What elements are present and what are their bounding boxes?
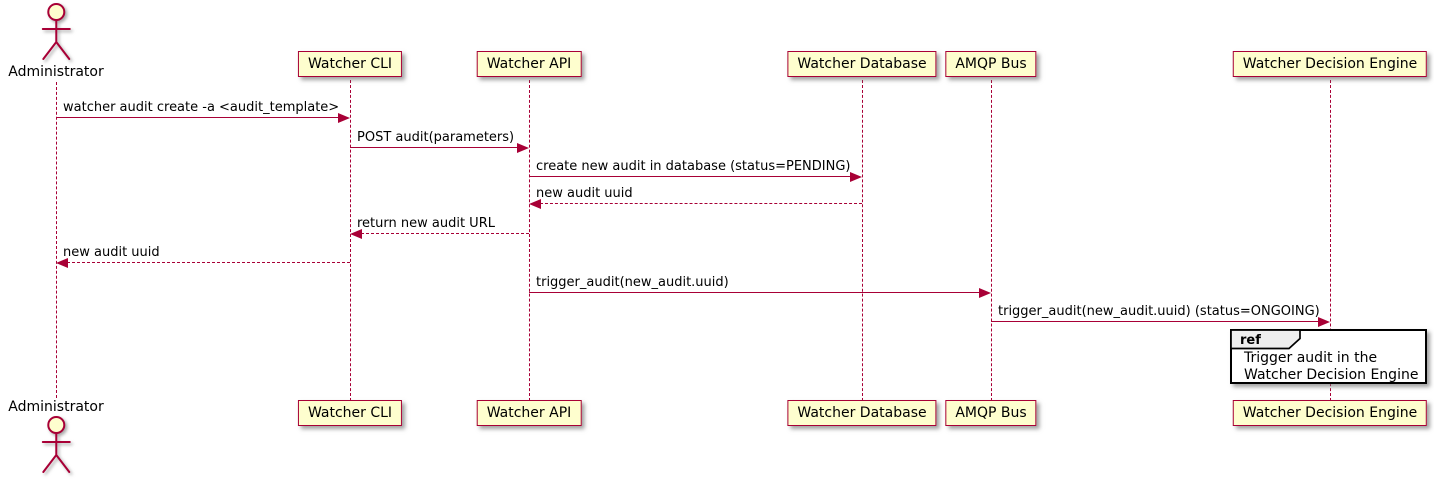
participant-amqp-bus-bottom: AMQP Bus	[945, 400, 1037, 426]
message-label-5: return new audit URL	[357, 216, 495, 231]
message-label-6: new audit uuid	[63, 245, 160, 260]
participant-amqp-bus-top: AMQP Bus	[945, 51, 1037, 77]
message-line-8	[991, 321, 1319, 322]
message-line-3	[529, 176, 851, 177]
arrowhead-icon	[517, 142, 529, 153]
message-line-2	[350, 147, 518, 148]
ref-keyword-tab: ref	[1230, 329, 1302, 354]
message-label-7: trigger_audit(new_audit.uuid)	[536, 275, 729, 290]
message-line-4	[540, 203, 862, 204]
message-line-7	[529, 292, 980, 293]
arrowhead-icon	[56, 257, 68, 268]
message-label-4: new audit uuid	[536, 186, 633, 201]
ref-text-line: Trigger audit in the	[1244, 350, 1378, 366]
lifeline-watcher-decision-engine	[1330, 80, 1331, 401]
arrowhead-icon	[850, 171, 862, 182]
arrowhead-icon	[1318, 316, 1330, 327]
message-label-3: create new audit in database (status=PEN…	[536, 159, 851, 174]
participant-watcher-database-bottom: Watcher Database	[787, 400, 937, 426]
lifeline-watcher-cli	[350, 80, 351, 401]
arrowhead-icon	[529, 198, 541, 209]
svg-text:ref: ref	[1240, 333, 1261, 348]
message-label-2: POST audit(parameters)	[357, 130, 515, 145]
participant-watcher-api-top: Watcher API	[476, 51, 582, 77]
actor-administrator-top: Administrator	[8, 2, 104, 80]
lifeline-watcher-database	[862, 80, 863, 401]
actor-figure-icon	[41, 416, 71, 473]
message-label-1: watcher audit create -a <audit_template>	[63, 100, 340, 115]
participant-watcher-decision-engine-bottom: Watcher Decision Engine	[1232, 400, 1428, 426]
arrowhead-icon	[979, 287, 991, 298]
ref-text-line: Watcher Decision Engine	[1244, 367, 1419, 383]
arrowhead-icon	[338, 112, 350, 123]
participant-watcher-cli-bottom: Watcher CLI	[297, 400, 403, 426]
participant-watcher-decision-engine-top: Watcher Decision Engine	[1232, 51, 1428, 77]
arrowhead-icon	[350, 228, 362, 239]
actor-label: Administrator	[8, 399, 104, 415]
message-line-1	[56, 117, 339, 118]
lifeline-watcher-api	[529, 80, 530, 401]
participant-watcher-api-bottom: Watcher API	[476, 400, 582, 426]
actor-label: Administrator	[8, 64, 104, 80]
message-label-8: trigger_audit(new_audit.uuid) (status=ON…	[998, 304, 1320, 319]
message-line-5	[361, 233, 529, 234]
actor-administrator-bottom: Administrator	[8, 399, 104, 477]
actor-figure-icon	[41, 3, 71, 60]
participant-watcher-database-top: Watcher Database	[787, 51, 937, 77]
participant-watcher-cli-top: Watcher CLI	[297, 51, 403, 77]
lifeline-administrator	[56, 82, 57, 398]
lifeline-amqp-bus	[991, 80, 992, 401]
message-line-6	[67, 262, 350, 263]
